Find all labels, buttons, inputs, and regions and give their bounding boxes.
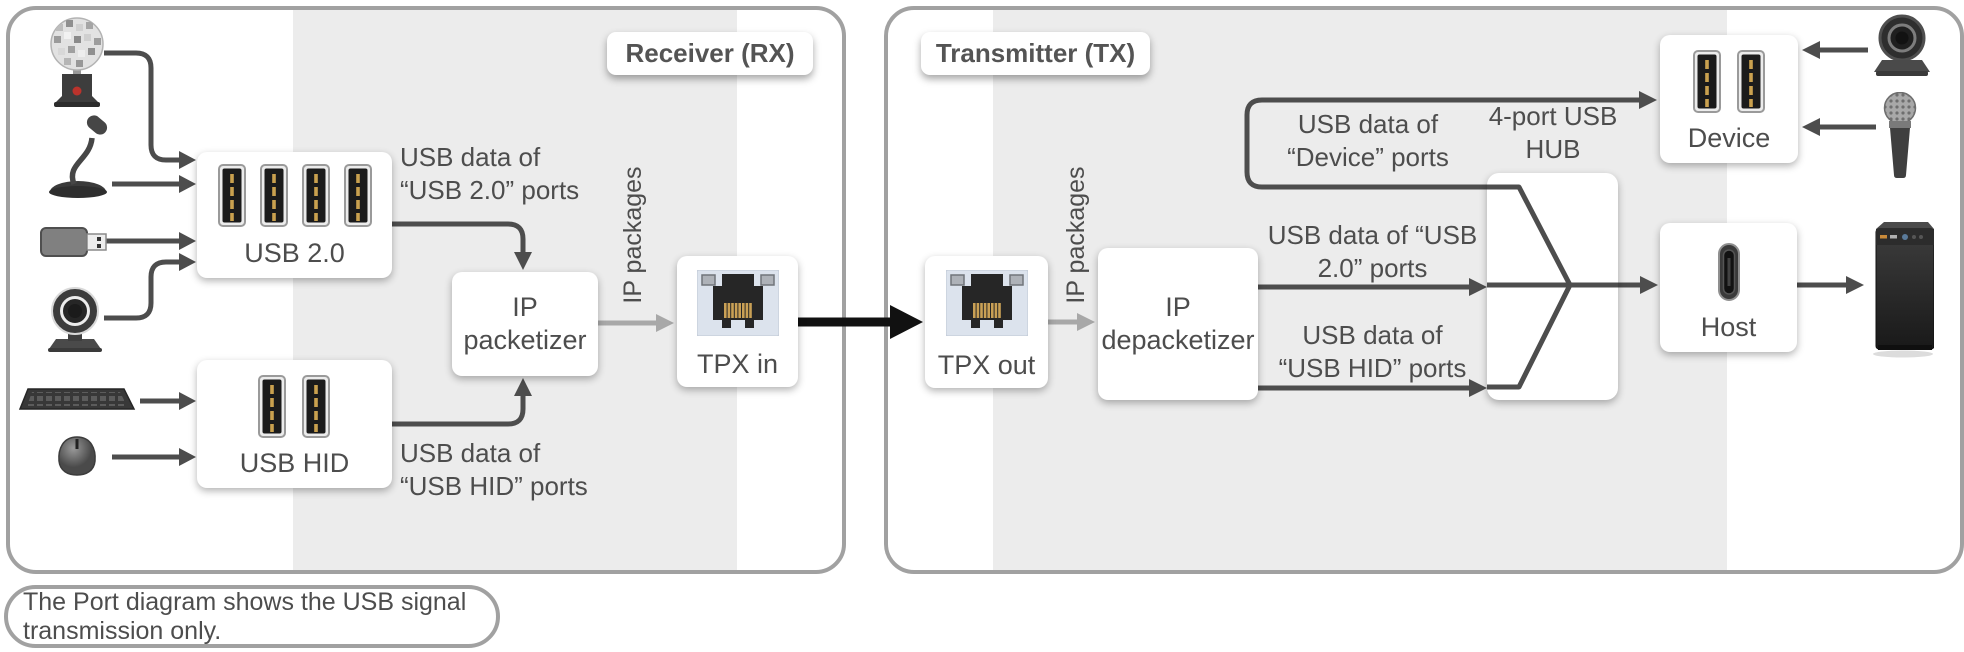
pc-tower-icon — [1873, 222, 1934, 358]
ip-packetizer-line2: packetizer — [463, 325, 587, 355]
ip-depacketizer-line1: IP — [1165, 292, 1191, 322]
usb20-box: USB 2.0 — [197, 152, 392, 278]
mouse-icon — [58, 436, 96, 476]
usb-a-port-icon — [260, 164, 288, 227]
usb-a-port-icon — [1693, 50, 1721, 113]
gray-arrowheads — [656, 313, 1095, 332]
line-discolight-usb20 — [104, 50, 179, 163]
usbhid-box-label: USB HID — [239, 448, 350, 478]
gooseneck-mic-icon — [49, 115, 108, 198]
receiver-badge-label: Receiver (RX) — [625, 38, 795, 68]
disco-light-icon — [50, 17, 104, 107]
ip-packetizer-line1: IP — [512, 292, 538, 322]
transmitter-badge-label: Transmitter (TX) — [935, 38, 1136, 68]
webcam-icon — [48, 287, 102, 352]
usb-hub-box — [1487, 173, 1618, 400]
usb-c-port-icon — [1718, 243, 1740, 301]
tx-ip-packages-label: IP packages — [1062, 166, 1090, 304]
device-box-label: Device — [1687, 123, 1771, 153]
tx-usb2-data-label: USB data of “USB 2.0” ports — [1267, 220, 1478, 283]
tpx-in-label: TPX in — [696, 349, 779, 379]
hub-title-label: 4-port USB HUB — [1488, 101, 1618, 164]
line-webcam-usb20 — [104, 259, 179, 321]
line-usb20-packetizer — [392, 221, 526, 252]
dark-arrowheads — [179, 41, 1864, 466]
usb-a-port-icon — [1737, 50, 1765, 113]
usb-a-port-icon — [302, 164, 330, 227]
rx-ip-packages-label: IP packages — [619, 166, 647, 304]
usb-a-port-icon — [258, 375, 286, 438]
device-box: Device — [1660, 35, 1798, 163]
rj45-jack-icon — [697, 270, 779, 336]
tpx-out-box: TPX out — [925, 256, 1048, 388]
tpx-link-arrowhead — [890, 305, 923, 339]
rx-hid-data-label: USB data of “USB HID” ports — [400, 438, 588, 501]
receiver-badge: Receiver (RX) — [607, 32, 813, 75]
line-usbhid-packetizer — [392, 396, 526, 427]
tx-hid-data-label: USB data of “USB HID” ports — [1278, 320, 1467, 383]
line-hub-device — [1244, 97, 1639, 190]
rx-usb2-data-label: USB data of “USB 2.0” ports — [400, 142, 580, 205]
transmitter-badge: Transmitter (TX) — [921, 32, 1150, 75]
handheld-mic-icon — [1883, 92, 1917, 178]
host-box-label: Host — [1700, 312, 1757, 342]
keyboard-icon — [18, 388, 136, 410]
caption-text: The Port diagram shows the USB signal tr… — [23, 587, 467, 645]
ip-depacketizer-line2: depacketizer — [1101, 325, 1255, 355]
rj45-jack-icon — [946, 270, 1028, 336]
ip-depacketizer-box: IP depacketizer — [1098, 248, 1258, 400]
host-box: Host — [1660, 223, 1797, 352]
ip-packetizer-box: IP packetizer — [452, 272, 598, 376]
ip-package-arrows — [598, 319, 1077, 326]
ptz-camera-icon — [1874, 14, 1930, 76]
caption-pill: The Port diagram shows the USB signal tr… — [4, 585, 500, 648]
tpx-in-box: TPX in — [677, 256, 798, 387]
tx-device-data-label: USB data of “Device” ports — [1287, 109, 1449, 172]
usb-a-port-icon — [218, 164, 246, 227]
tpx-out-label: TPX out — [937, 350, 1036, 380]
hub-merge-symbol — [1487, 184, 1618, 390]
usb-a-port-icon — [302, 375, 330, 438]
usbhid-box: USB HID — [197, 360, 392, 488]
usb-a-port-icon — [344, 164, 372, 227]
usb20-box-label: USB 2.0 — [244, 238, 345, 268]
usb-stick-icon — [40, 227, 107, 257]
